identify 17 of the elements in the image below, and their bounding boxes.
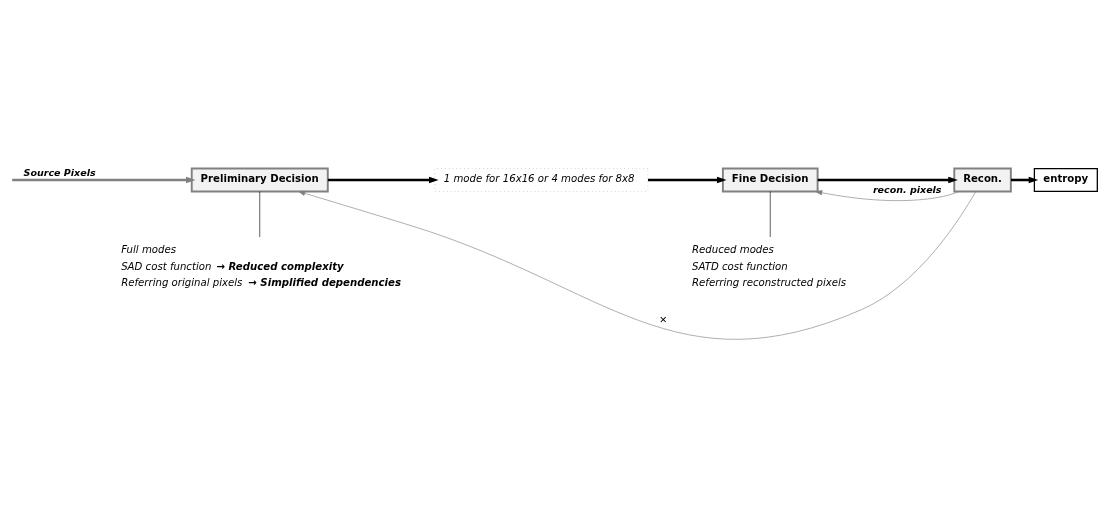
arrow	[815, 190, 960, 201]
arrow	[298, 190, 977, 340]
arrow	[12, 176, 196, 184]
node-text: Reduced modes SATD cost function Referring reconstructed pixels	[692, 243, 847, 289]
node-text: Full modes SAD cost function → Reduced complexity Referring original pixels → Simplified dependencies	[121, 243, 402, 289]
arrow	[327, 176, 439, 184]
node-box: Recon.	[953, 167, 1012, 193]
edge-label: recon. pixels	[872, 183, 942, 195]
node-box: Fine Decision	[721, 167, 819, 193]
arrow	[648, 176, 727, 184]
arrow	[817, 176, 958, 184]
node-box: Preliminary Decision	[190, 167, 329, 193]
node-box: 1 mode for 16x16 or 4 modes for 8x8	[434, 168, 649, 192]
arrow	[1010, 176, 1039, 184]
edge-label: ✕	[659, 314, 668, 326]
node-box: entropy	[1033, 167, 1098, 193]
edge-label: Source Pixels	[23, 167, 96, 179]
